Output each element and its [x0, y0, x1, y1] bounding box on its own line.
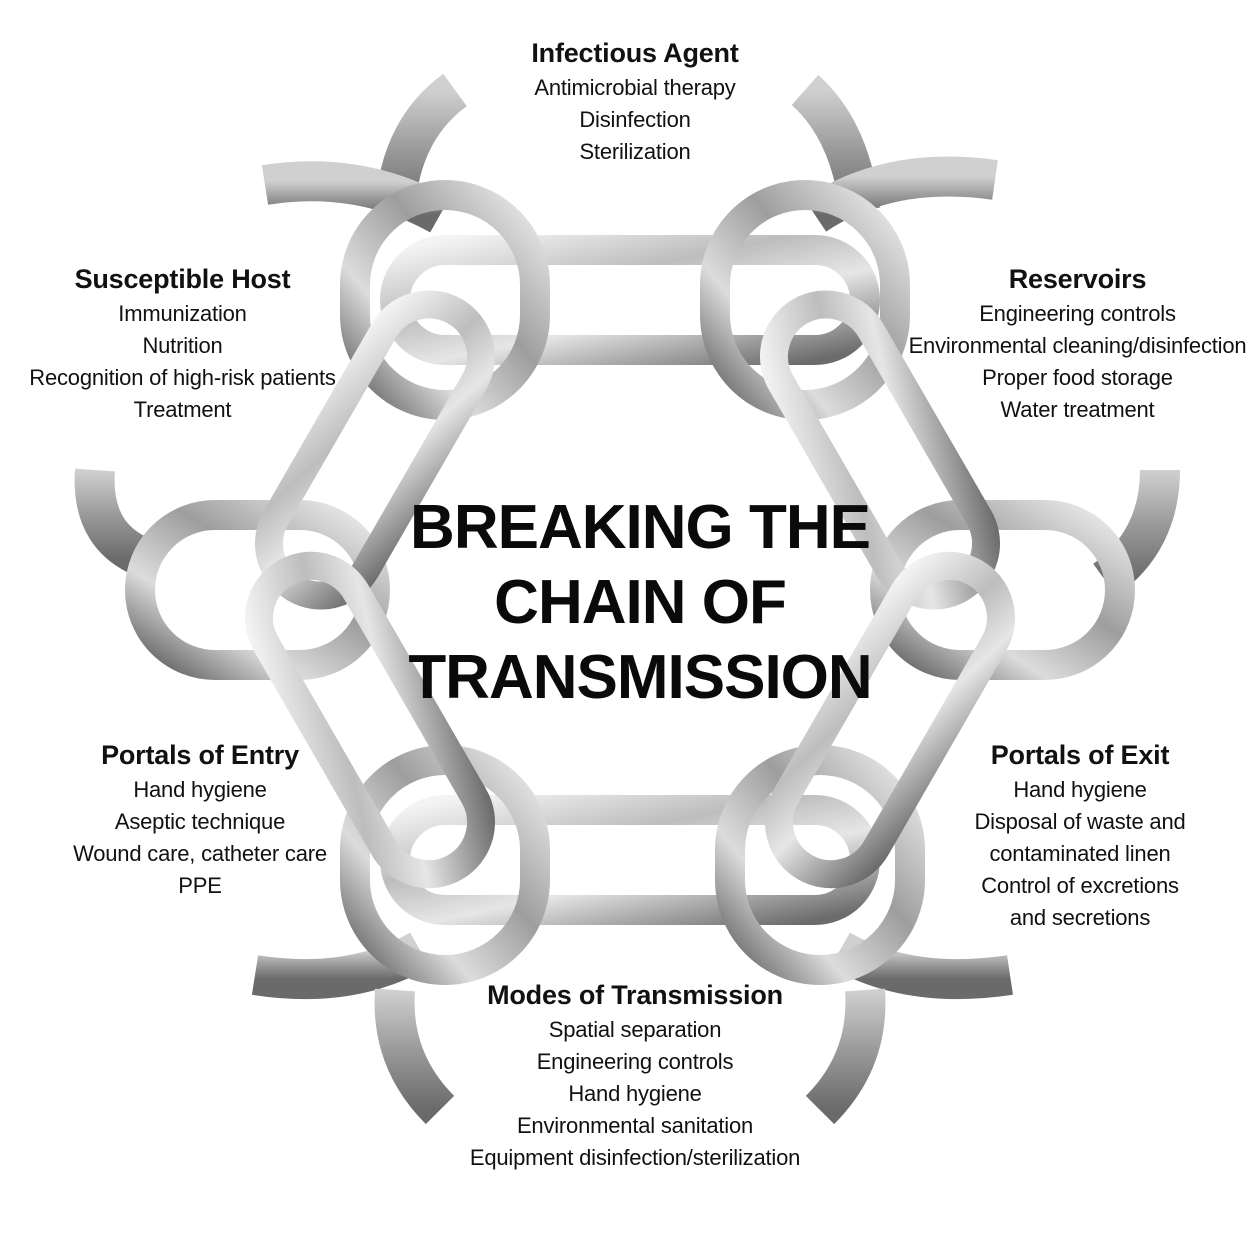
list-item: Wound care, catheter care [73, 841, 327, 866]
list-item: Proper food storage [982, 365, 1173, 390]
title-line: TRANSMISSION [408, 643, 872, 712]
list-item: Treatment [133, 397, 232, 422]
list-item: Control of excretions [981, 873, 1179, 898]
broken-chain-end-icon [374, 988, 455, 1125]
list-item: Disposal of waste and [974, 809, 1186, 834]
infectious-agent-block: Infectious Agent Antimicrobial therapy D… [435, 36, 835, 168]
list-item: Immunization [118, 301, 247, 326]
chain-link-icon [125, 500, 390, 680]
list-item: Hand hygiene [133, 777, 267, 802]
title-line: CHAIN OF [494, 568, 787, 637]
list-item: Hand hygiene [1013, 777, 1147, 802]
list-item: and secretions [1009, 905, 1151, 930]
broken-chain-end-icon [805, 988, 886, 1125]
chain-link-icon [765, 551, 1015, 889]
list-item: Water treatment [1000, 397, 1155, 422]
list-item: contaminated linen [989, 841, 1171, 866]
chain-link-icon [245, 551, 495, 889]
portals-of-entry-block: Portals of Entry Hand hygiene Aseptic te… [50, 738, 350, 902]
list-item: Disinfection [579, 107, 691, 132]
list-item: Hand hygiene [568, 1081, 702, 1106]
chain-link-icon [255, 290, 495, 610]
modes-of-transmission-block: Modes of Transmission Spatial separation… [445, 978, 825, 1174]
list-item: Equipment disinfection/sterilization [469, 1145, 801, 1170]
list-item: Sterilization [579, 139, 691, 164]
list-item: Engineering controls [536, 1049, 734, 1074]
susceptible-host-block: Susceptible Host Immunization Nutrition … [20, 262, 345, 426]
list-item: Environmental cleaning/disinfection [908, 333, 1247, 358]
center-title: BREAKING THE CHAIN OF TRANSMISSION [390, 490, 890, 715]
title-line: BREAKING THE [410, 493, 871, 562]
list-item: PPE [178, 873, 222, 898]
list-item: Spatial separation [548, 1017, 722, 1042]
list-item: Nutrition [142, 333, 223, 358]
reservoirs-heading: Reservoirs [1008, 264, 1147, 294]
chain-links [125, 180, 1135, 985]
modes-of-transmission-heading: Modes of Transmission [487, 980, 783, 1010]
susceptible-host-heading: Susceptible Host [74, 264, 291, 294]
list-item: Aseptic technique [114, 809, 286, 834]
chain-link-icon [870, 500, 1135, 680]
list-item: Environmental sanitation [516, 1113, 754, 1138]
chain-link-icon [760, 290, 1000, 610]
list-item: Recognition of high-risk patients [29, 365, 336, 390]
list-item: Antimicrobial therapy [534, 75, 736, 100]
reservoirs-block: Reservoirs Engineering controls Environm… [905, 262, 1250, 426]
portals-of-exit-heading: Portals of Exit [990, 740, 1170, 770]
portals-of-exit-block: Portals of Exit Hand hygiene Disposal of… [945, 738, 1215, 934]
portals-of-entry-heading: Portals of Entry [101, 740, 299, 770]
infectious-agent-heading: Infectious Agent [531, 38, 739, 68]
list-item: Engineering controls [979, 301, 1176, 326]
